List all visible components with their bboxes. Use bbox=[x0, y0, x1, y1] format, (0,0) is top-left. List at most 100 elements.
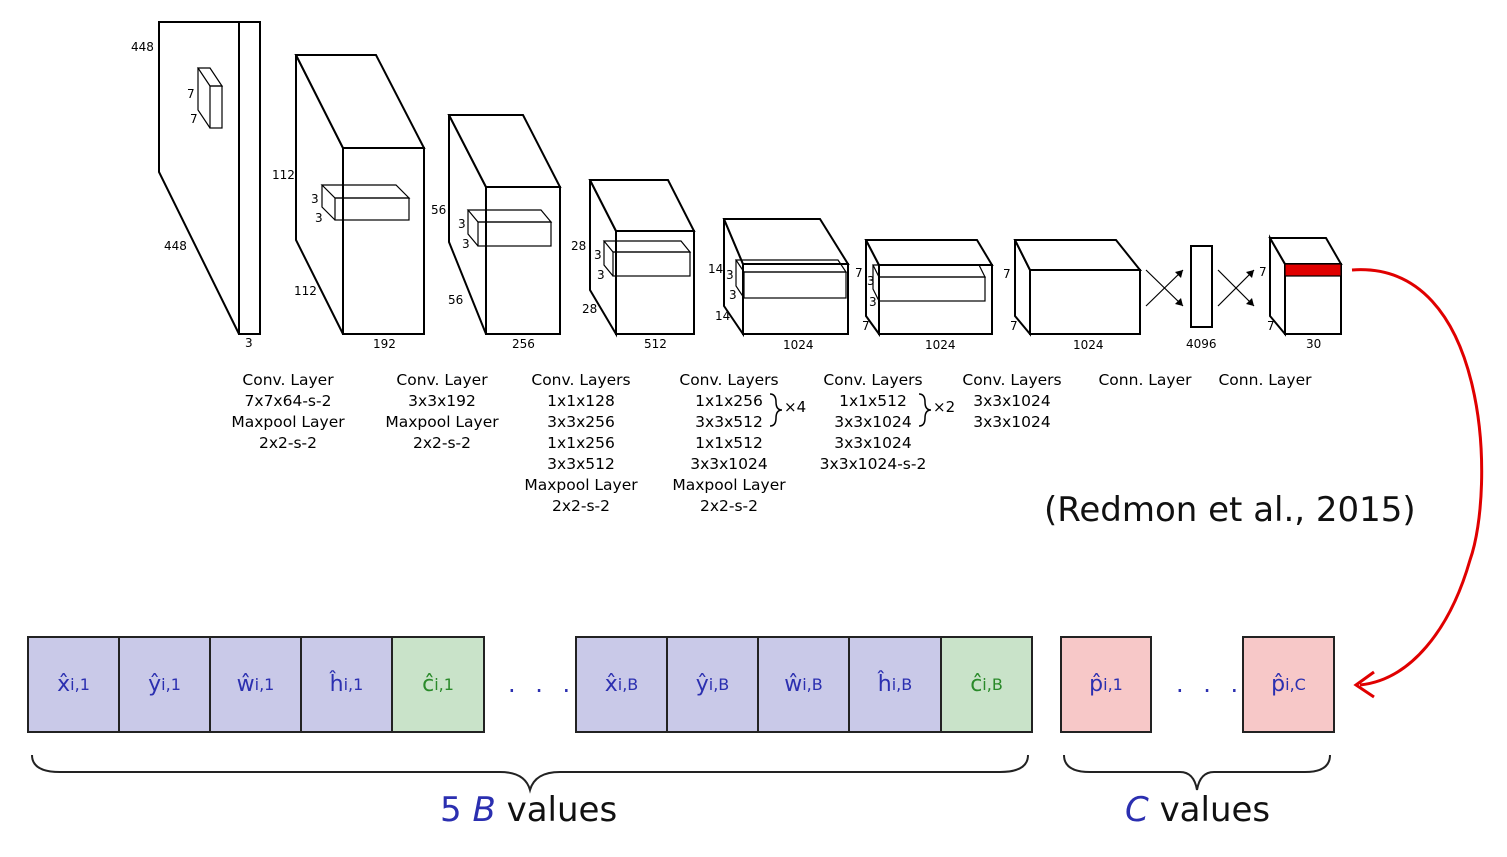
dim-l4-c: 1024 bbox=[783, 338, 814, 352]
layer-line: 3x3x512 bbox=[547, 455, 615, 473]
layer-desc-1: Conv. Layer 7x7x64-s-2 Maxpool Layer 2x2… bbox=[231, 370, 344, 454]
layer-line: Maxpool Layer bbox=[385, 413, 499, 431]
cell-symbol: ĉ bbox=[422, 672, 435, 697]
cell-subscript: i,1 bbox=[1103, 675, 1123, 694]
layer-title: Conn. Layer bbox=[1218, 371, 1312, 389]
layer-line: 2x2-s-2 bbox=[551, 497, 611, 515]
cell-symbol: ŷ bbox=[148, 672, 162, 697]
dim-l5-h: 7 bbox=[855, 266, 863, 280]
dim-k3-b: 3 bbox=[462, 237, 470, 251]
cell-subscript: i,B bbox=[891, 675, 913, 694]
repeat-brace-2 bbox=[918, 393, 932, 427]
dim-input-c: 3 bbox=[245, 336, 253, 350]
layer-line: 1x1x256 bbox=[547, 434, 615, 452]
cell-subscript: i,1 bbox=[254, 675, 275, 694]
layer-title: Conv. Layer bbox=[242, 371, 334, 389]
dim-input-w: 448 bbox=[164, 239, 187, 253]
conv3-volume bbox=[588, 179, 696, 338]
fc-connections-2 bbox=[1217, 269, 1255, 307]
dim-l2-w: 56 bbox=[448, 293, 463, 307]
cell-x-B: x̂i,B bbox=[575, 636, 668, 733]
layer-desc-6: Conv. Layers 3x3x1024 3x3x1024 bbox=[962, 370, 1061, 433]
dim-out-c: 30 bbox=[1306, 337, 1321, 351]
classes-count-label: C values bbox=[1125, 790, 1270, 830]
cell-symbol: x̂ bbox=[604, 672, 618, 697]
highlight-arrow bbox=[1351, 268, 1484, 687]
dim-l6-w: 7 bbox=[1010, 319, 1018, 333]
dim-l3-c: 512 bbox=[644, 337, 667, 351]
classes-count-word: values bbox=[1159, 790, 1271, 830]
layer-title: Conv. Layers bbox=[679, 371, 779, 389]
dim-l4-h: 14 bbox=[708, 262, 723, 276]
cell-subscript: i,1 bbox=[434, 675, 454, 694]
conv6-volume bbox=[1013, 239, 1143, 337]
boxes-count-word: values bbox=[506, 790, 618, 830]
conv1-volume bbox=[294, 54, 426, 335]
repeat-label-4: ×4 bbox=[784, 398, 807, 416]
dim-k5-b: 3 bbox=[729, 288, 737, 302]
conv2-volume bbox=[447, 114, 562, 335]
dim-k5-a: 3 bbox=[726, 268, 734, 282]
layer-desc-5: Conv. Layers 1x1x512 3x3x1024 3x3x1024 3… bbox=[820, 370, 927, 475]
dim-l6-c: 1024 bbox=[1073, 338, 1104, 352]
dim-l3-h: 28 bbox=[571, 239, 586, 253]
layer-title: Conv. Layers bbox=[962, 371, 1062, 389]
dim-l5-c: 1024 bbox=[925, 338, 956, 352]
ellipsis-boxes: . . . bbox=[508, 670, 577, 698]
repeat-label-2: ×2 bbox=[933, 398, 956, 416]
dim-k1-a: 7 bbox=[187, 87, 195, 101]
layer-title: Conv. Layers bbox=[823, 371, 923, 389]
layer-line: 3x3x1024 bbox=[973, 413, 1051, 431]
dim-k3-a: 3 bbox=[458, 217, 466, 231]
ellipsis-classes: . . . bbox=[1176, 670, 1245, 698]
boxes-count-variable: B bbox=[472, 790, 496, 830]
cell-subscript: i,1 bbox=[161, 675, 181, 694]
dim-fc-c: 4096 bbox=[1186, 337, 1217, 351]
citation: (Redmon et al., 2015) bbox=[1044, 490, 1416, 530]
cell-subscript: i,C bbox=[1285, 675, 1306, 694]
cell-subscript: i,1 bbox=[70, 675, 90, 694]
input-volume bbox=[158, 21, 261, 335]
cell-symbol: ŵ bbox=[784, 672, 803, 697]
layer-line: 7x7x64-s-2 bbox=[244, 392, 332, 410]
layer-line: 3x3x192 bbox=[408, 392, 476, 410]
dim-l3-w: 28 bbox=[582, 302, 597, 316]
layer-title: Conv. Layer bbox=[396, 371, 488, 389]
dim-k4-a: 3 bbox=[594, 248, 602, 262]
cell-symbol: ŷ bbox=[695, 672, 709, 697]
brace-classes bbox=[1063, 754, 1331, 791]
layer-line: 2x2-s-2 bbox=[412, 434, 472, 452]
cell-symbol: ĉ bbox=[970, 672, 983, 697]
dim-l2-h: 56 bbox=[431, 203, 446, 217]
cell-symbol: ŵ bbox=[236, 672, 255, 697]
dim-input-h: 448 bbox=[131, 40, 154, 54]
dim-l2-c: 256 bbox=[512, 337, 535, 351]
cell-symbol: x̂ bbox=[57, 672, 71, 697]
layer-line: 1x1x256 bbox=[695, 392, 763, 410]
layer-line: Maxpool Layer bbox=[524, 476, 638, 494]
conv4-volume bbox=[722, 218, 850, 338]
layer-line: 1x1x128 bbox=[547, 392, 615, 410]
layer-line: 2x2-s-2 bbox=[699, 497, 759, 515]
dim-k2-b: 3 bbox=[315, 211, 323, 225]
layer-line: 3x3x1024 bbox=[973, 392, 1051, 410]
layer-title: Conn. Layer bbox=[1098, 371, 1192, 389]
layer-line: Maxpool Layer bbox=[672, 476, 786, 494]
cell-x-1: x̂i,1 bbox=[27, 636, 120, 733]
dim-k2-a: 3 bbox=[311, 192, 319, 206]
cell-subscript: i,B bbox=[802, 675, 823, 694]
highlight-arrow-head bbox=[1353, 670, 1375, 699]
dim-l1-w: 112 bbox=[294, 284, 317, 298]
cell-symbol: ĥ bbox=[877, 672, 892, 697]
cell-subscript: i,B bbox=[617, 675, 639, 694]
cell-subscript: i,B bbox=[982, 675, 1003, 694]
layer-line: 3x3x512 bbox=[695, 413, 763, 431]
layer-line: 3x3x256 bbox=[547, 413, 615, 431]
brace-boxes bbox=[31, 754, 1029, 794]
